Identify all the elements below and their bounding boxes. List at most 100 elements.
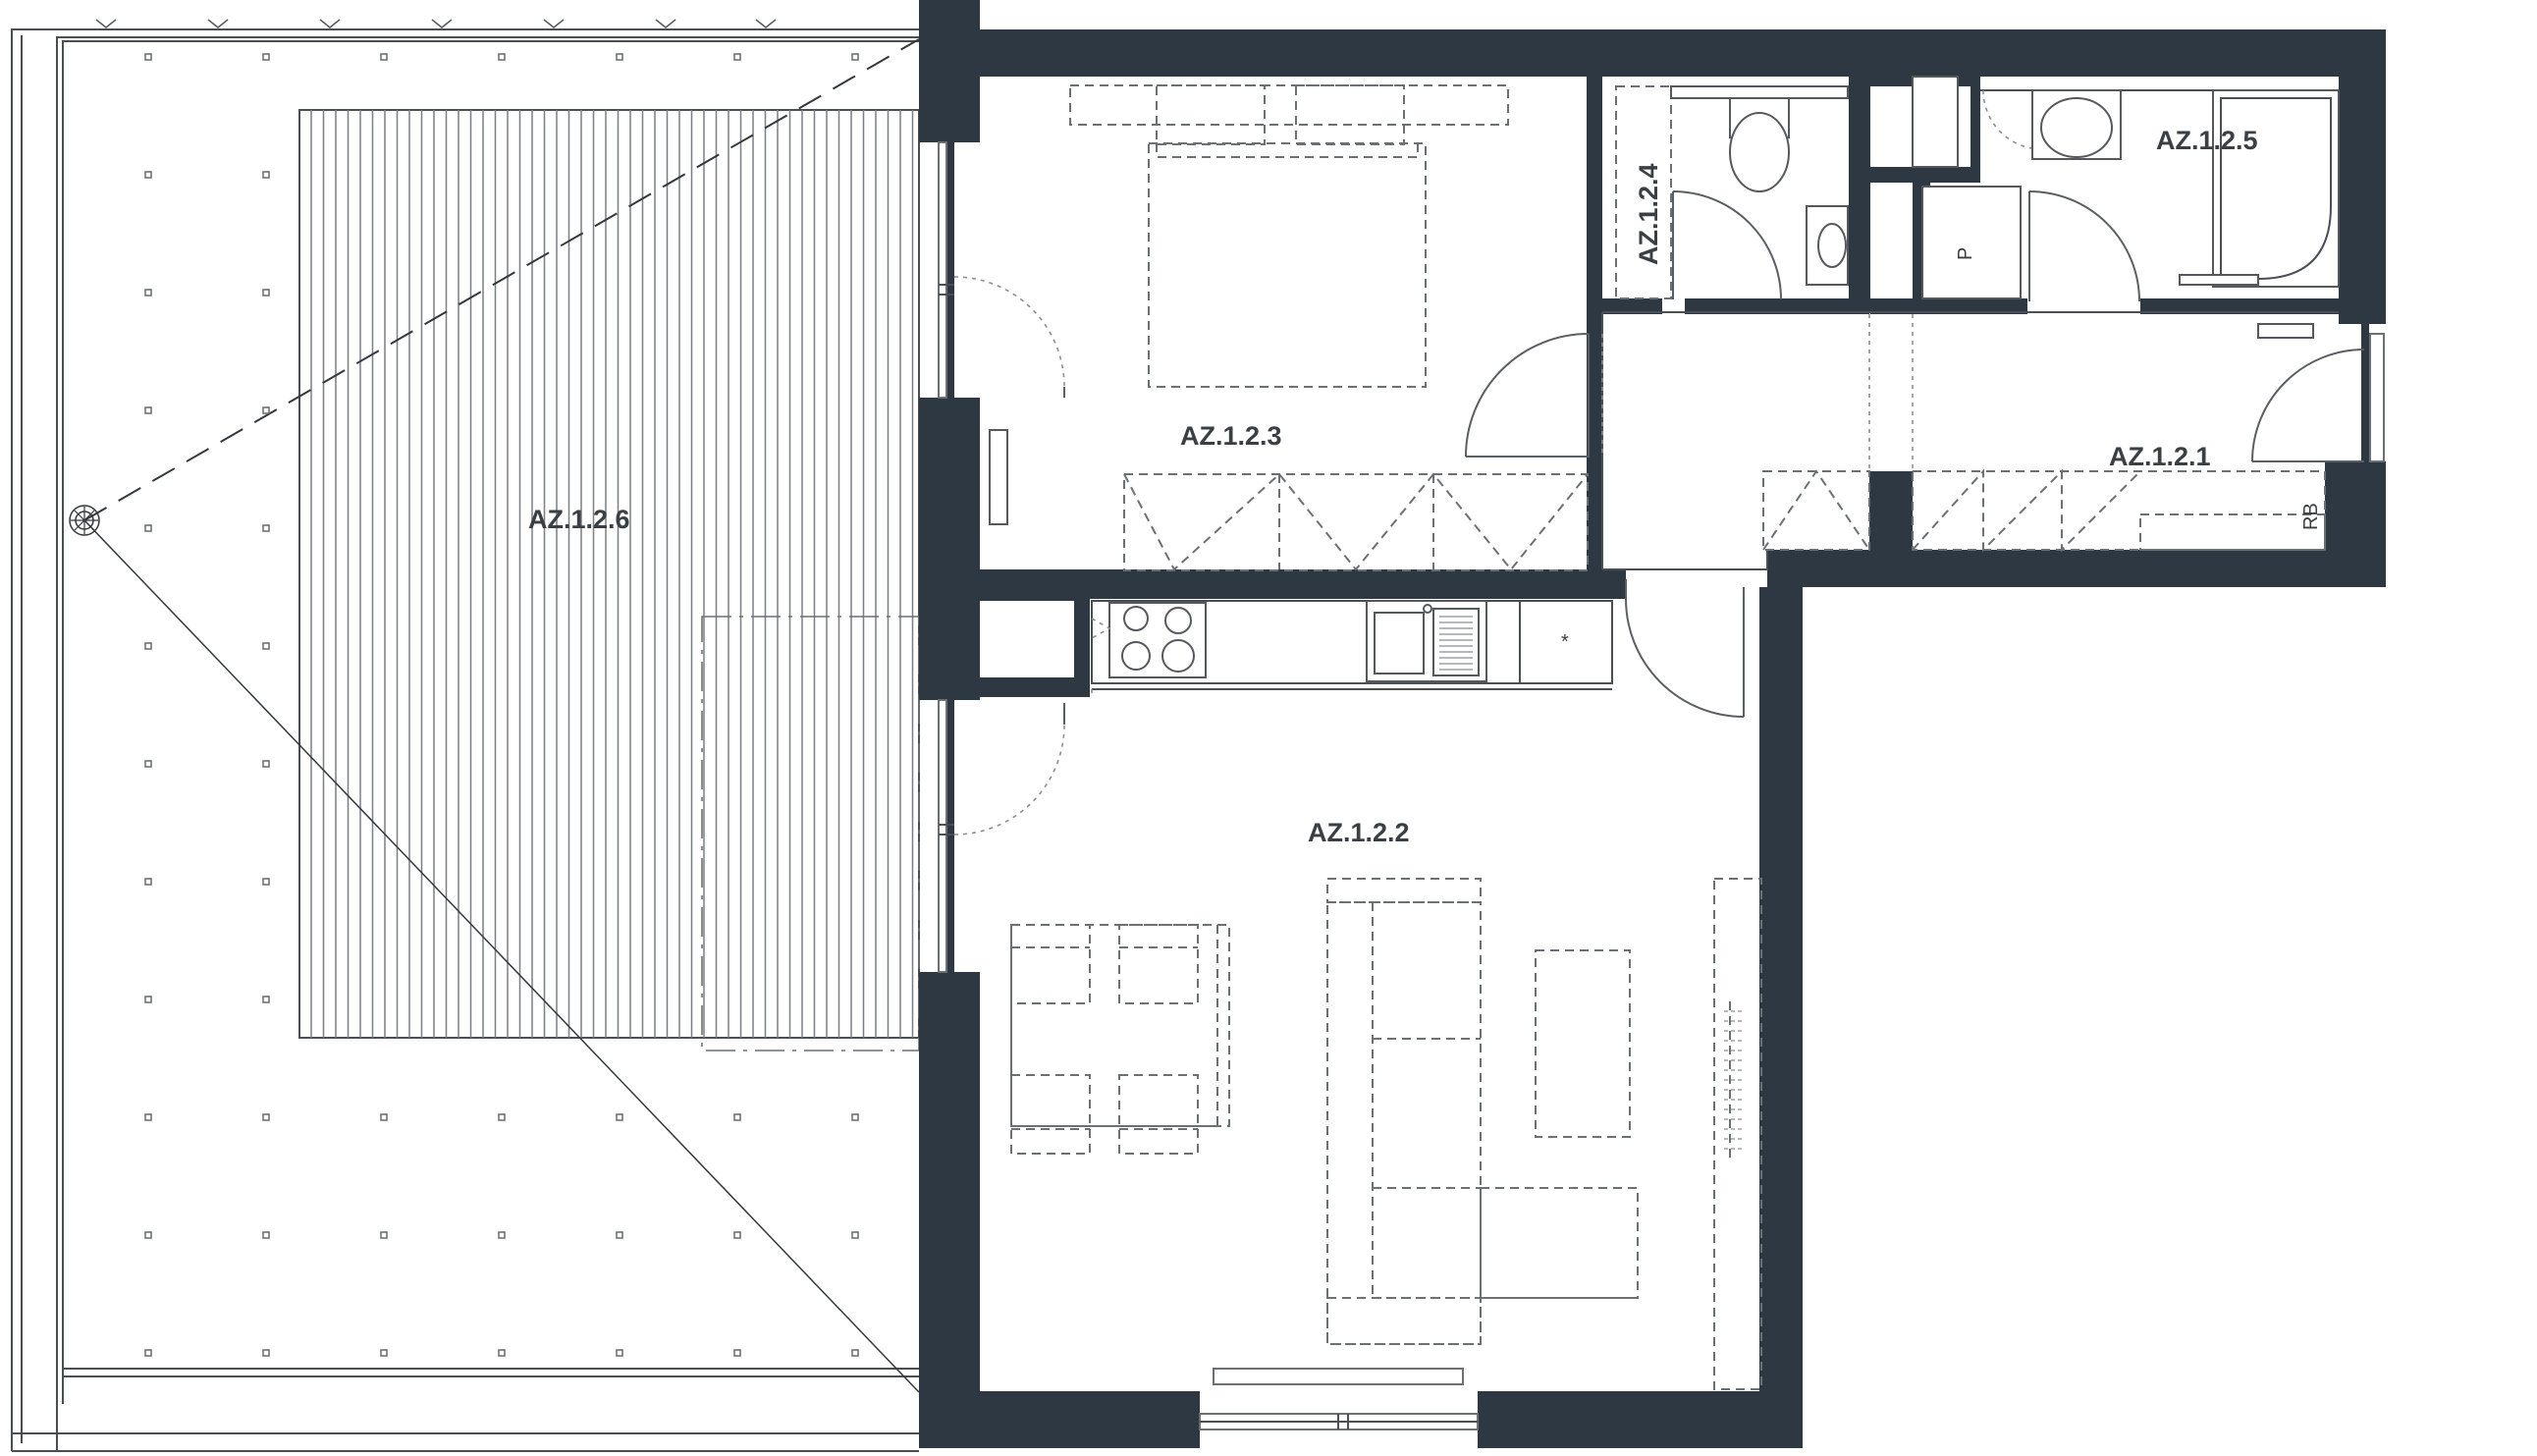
paving-dot — [144, 760, 152, 768]
window-mullion — [939, 824, 954, 836]
room-label-wc: AZ.1.2.4 — [1634, 163, 1663, 265]
shoe-cabinet — [1762, 470, 1870, 551]
entrance-bench — [2139, 513, 2326, 551]
sofa-arm-bottom — [1326, 1297, 1482, 1345]
wall-bottom-entrance — [1767, 550, 2386, 587]
paving-dot — [144, 289, 152, 297]
paving-dot — [851, 53, 859, 61]
label-storage: RB — [2300, 503, 2322, 530]
tv-cabinet — [1713, 878, 1762, 1390]
sofa-chaise — [1480, 1187, 1639, 1299]
doors — [953, 190, 2365, 836]
paving-dot — [851, 1113, 859, 1121]
paving-dot — [262, 1113, 270, 1121]
paving-dot — [144, 996, 152, 1003]
paving-dot — [733, 1231, 741, 1239]
paving-dot — [616, 1349, 623, 1357]
paving-dot — [144, 1113, 152, 1121]
paving-dot — [262, 760, 270, 768]
paving-dot — [733, 1113, 741, 1121]
burner-icon — [1164, 607, 1192, 634]
wc-cistern — [1670, 85, 1849, 99]
wall-segment — [919, 972, 980, 1448]
paving-dot — [144, 1231, 152, 1239]
wall-wc-bath — [1849, 77, 1870, 312]
shower-tray — [2212, 89, 2340, 288]
paving-dot — [616, 53, 623, 61]
decking-area — [298, 109, 920, 1039]
paving-dot — [380, 1349, 388, 1357]
wall-jamb — [945, 142, 954, 398]
room-label-bedroom: AZ.1.2.3 — [1180, 421, 1282, 451]
counter-front — [1092, 682, 1612, 690]
bath-cabinet-swing — [1982, 89, 2043, 150]
paving-dot — [144, 878, 152, 886]
hall-line — [1602, 550, 1768, 570]
paving-dot — [144, 171, 152, 179]
shaft — [1912, 76, 1959, 168]
room-label-living-kitchen: AZ.1.2.2 — [1308, 818, 1410, 847]
sink-bowl-icon — [1374, 612, 1425, 674]
corridor-opening — [1868, 314, 1914, 471]
room-label-terrace: AZ.1.2.6 — [528, 505, 630, 534]
bedroom-furniture — [989, 84, 1589, 571]
paving-dot — [262, 1231, 270, 1239]
railing-marks — [95, 19, 777, 28]
paving-dot — [262, 524, 270, 532]
paving-dot — [498, 1349, 506, 1357]
paving-dot — [851, 1231, 859, 1239]
wall-shaft-side — [1970, 77, 1980, 183]
wall-bedroom-bottom-end — [1610, 569, 1626, 599]
bath-sink-bowl-icon — [2040, 97, 2113, 158]
wall-bottom-left — [919, 1391, 1200, 1448]
window-sash — [1200, 1414, 1478, 1429]
fridge-symbol: * — [1561, 631, 1569, 653]
shoe-cabinet-door — [1762, 469, 1870, 551]
paving-dot — [498, 1113, 506, 1121]
wardrobe-doors — [1123, 472, 1589, 571]
wall-segment — [919, 398, 980, 700]
tv-ribs — [1724, 1010, 1744, 1150]
paving-dot — [262, 289, 270, 297]
paving-grid — [144, 53, 859, 1357]
faucet-icon — [1423, 604, 1432, 614]
wc-installation-wall — [1615, 85, 1672, 299]
wall-right-living — [1759, 587, 1803, 1448]
burner-icon — [1123, 606, 1149, 631]
door-bedroom — [1465, 333, 1590, 458]
coffee-table — [1535, 949, 1631, 1138]
door-living-leaf — [1625, 579, 1745, 717]
burner-icon — [1161, 639, 1195, 673]
paving-dot — [733, 1349, 741, 1357]
paving-dot — [380, 53, 388, 61]
terrace-inner-edge-2 — [62, 40, 919, 1404]
window-living-left — [938, 699, 947, 973]
wall-pantry-top — [980, 589, 1074, 601]
room-label-entrance: AZ.1.2.1 — [2109, 442, 2211, 471]
sofa-cushions — [1372, 902, 1481, 1298]
wall-right-upper — [2339, 29, 2386, 324]
kitchen: * — [1091, 600, 1613, 697]
terrace-inner-edge — [56, 36, 919, 1451]
floor-drain-icon — [69, 505, 100, 536]
wc-sink-bowl-icon — [1817, 223, 1847, 268]
paving-dot — [498, 53, 506, 61]
paving-dot — [733, 53, 741, 61]
wall-wc-bottom — [1602, 298, 1662, 314]
chair — [1010, 1074, 1091, 1155]
toilet-bowl-icon — [1729, 112, 1790, 192]
pillow-left — [1156, 84, 1266, 145]
entrance-fixtures: AZ.1.2.1 RB — [1762, 323, 2326, 553]
washing-machine — [1921, 186, 2022, 299]
door-swing-living-balcony — [953, 724, 1065, 836]
hood-mark — [1091, 618, 1111, 639]
slope-line-upper — [83, 38, 920, 521]
radiator-bedroom — [989, 429, 1008, 525]
entrance-wardrobe-doors — [1912, 468, 2141, 553]
drainer — [1432, 608, 1480, 676]
interior-lines — [1601, 311, 2339, 570]
door-bath — [2028, 190, 2140, 302]
chair — [1010, 924, 1091, 1004]
door-bedroom-leaf — [1466, 334, 1590, 458]
paving-dot — [380, 1113, 388, 1121]
